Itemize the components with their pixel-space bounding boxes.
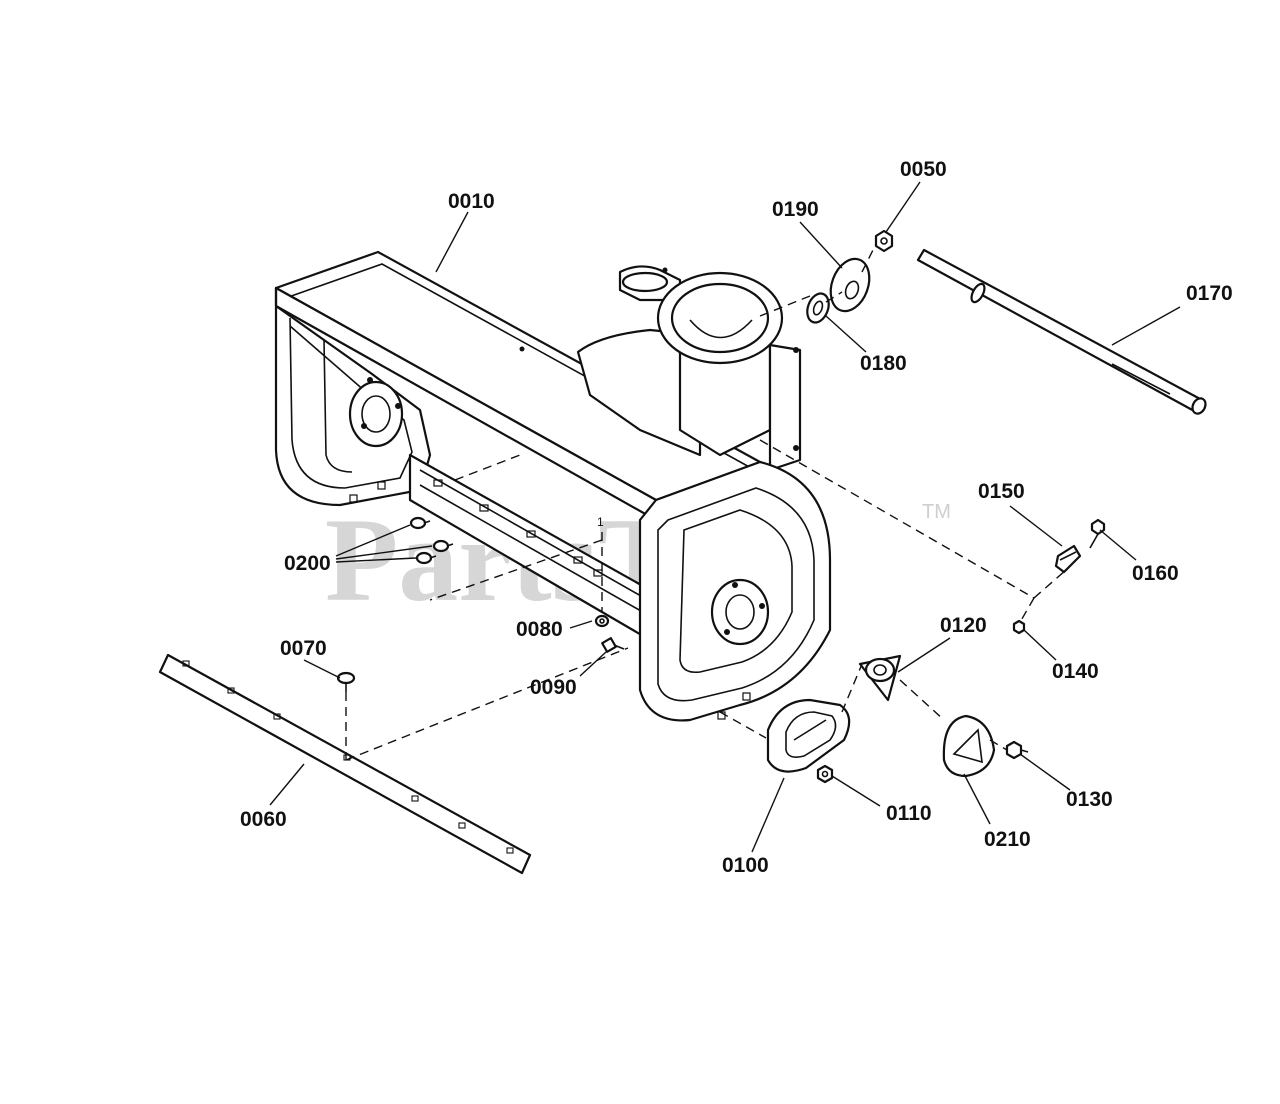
callout-0150: 0150: [978, 480, 1025, 503]
callout-0140: 0140: [1052, 660, 1099, 683]
callout-0090: 0090: [530, 676, 577, 699]
callout-0050: 0050: [900, 158, 947, 181]
part-washer-0080: [594, 614, 610, 628]
assembly-lines: [345, 243, 1067, 761]
part-flange-0190: [829, 257, 871, 313]
part-nut-0140: [1012, 619, 1026, 635]
part-auger-housing: [274, 250, 832, 722]
part-nut-0050: [874, 229, 894, 253]
part-flange-bearing: [858, 654, 902, 702]
callout-0070: 0070: [280, 637, 327, 660]
part-bearing-housing: [766, 698, 851, 773]
part-scraper-bar: [158, 653, 532, 875]
callout-0120: 0120: [940, 614, 987, 637]
callout-0100: 0100: [722, 854, 769, 877]
part-bearing-0180: [806, 292, 830, 324]
part-screw-0160: [1089, 518, 1106, 549]
callout-labels: 0010 0050 0060 0070 0080 0090 0100 0110 …: [240, 158, 1233, 877]
part-carriage-bolt: [336, 671, 356, 692]
part-bolt-0130: [1005, 740, 1029, 760]
callout-0130: 0130: [1066, 788, 1113, 811]
part-drive-shaft: [916, 248, 1207, 415]
part-cover-plate: [942, 714, 996, 778]
callout-0170: 0170: [1186, 282, 1233, 305]
part-nut-0110: [816, 764, 834, 784]
leader-lines: [269, 181, 1181, 853]
callout-0210: 0210: [984, 828, 1031, 851]
callout-0060: 0060: [240, 808, 287, 831]
callout-0200: 0200: [284, 552, 331, 575]
callout-0180: 0180: [860, 352, 907, 375]
callout-0110: 0110: [886, 802, 932, 825]
part-bolt-0090: [601, 637, 625, 653]
callout-0080: 0080: [516, 618, 563, 641]
callout-0160: 0160: [1132, 562, 1179, 585]
watermark-trademark: TM: [922, 501, 951, 523]
callout-0010: 0010: [448, 190, 495, 213]
detail-mark: 1: [597, 515, 604, 529]
callout-0190: 0190: [772, 198, 819, 221]
part-bolts-0200: [409, 516, 454, 565]
part-clip-0150: [1054, 544, 1082, 574]
